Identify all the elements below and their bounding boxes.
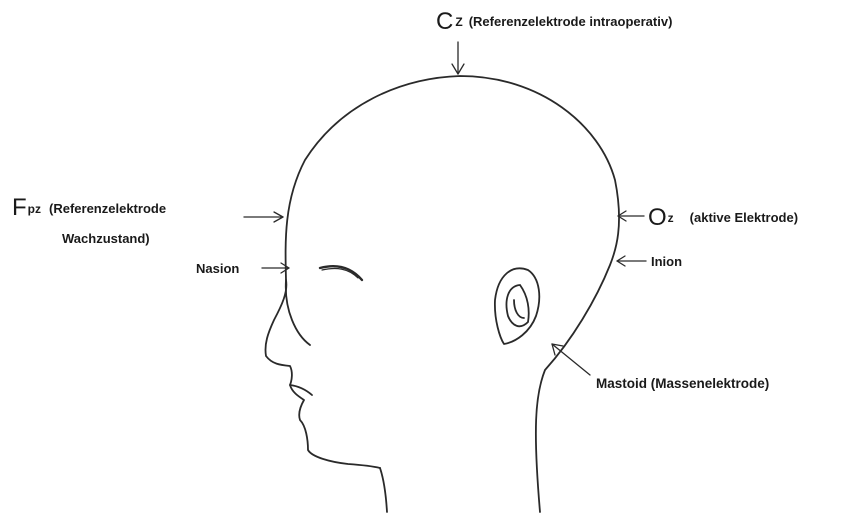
fpz-arrow — [244, 212, 283, 222]
fpz-main: F — [12, 194, 27, 221]
fpz-label: Fpz (Referenzelektrode — [12, 196, 166, 220]
fpz-text-line1: (Referenzelektrode — [49, 201, 166, 216]
nasion-label: Nasion — [196, 261, 239, 277]
cz-arrow — [452, 42, 464, 74]
eye — [320, 266, 362, 280]
ear — [495, 268, 539, 344]
ear-inner — [507, 285, 529, 326]
neck-front — [380, 468, 387, 512]
cz-main: C — [436, 8, 453, 35]
inion-arrow — [617, 256, 646, 266]
cz-sub: Z — [455, 15, 462, 29]
oz-label: Oz (aktive Elektrode) — [648, 206, 798, 230]
mastoid-label: Mastoid (Massenelektrode) — [596, 376, 769, 392]
mastoid-arrow — [552, 344, 590, 375]
fpz-text-line2: Wachzustand) — [62, 231, 150, 247]
cz-text: (Referenzelektrode intraoperativ) — [469, 14, 673, 29]
inion-label: Inion — [651, 254, 682, 270]
head-outline — [286, 76, 619, 512]
oz-arrow — [618, 211, 644, 221]
fpz-sub: pz — [28, 202, 41, 216]
face-profile — [265, 280, 380, 468]
oz-text: (aktive Elektrode) — [690, 210, 798, 225]
oz-sub: z — [668, 211, 674, 225]
oz-main: O — [648, 204, 667, 231]
